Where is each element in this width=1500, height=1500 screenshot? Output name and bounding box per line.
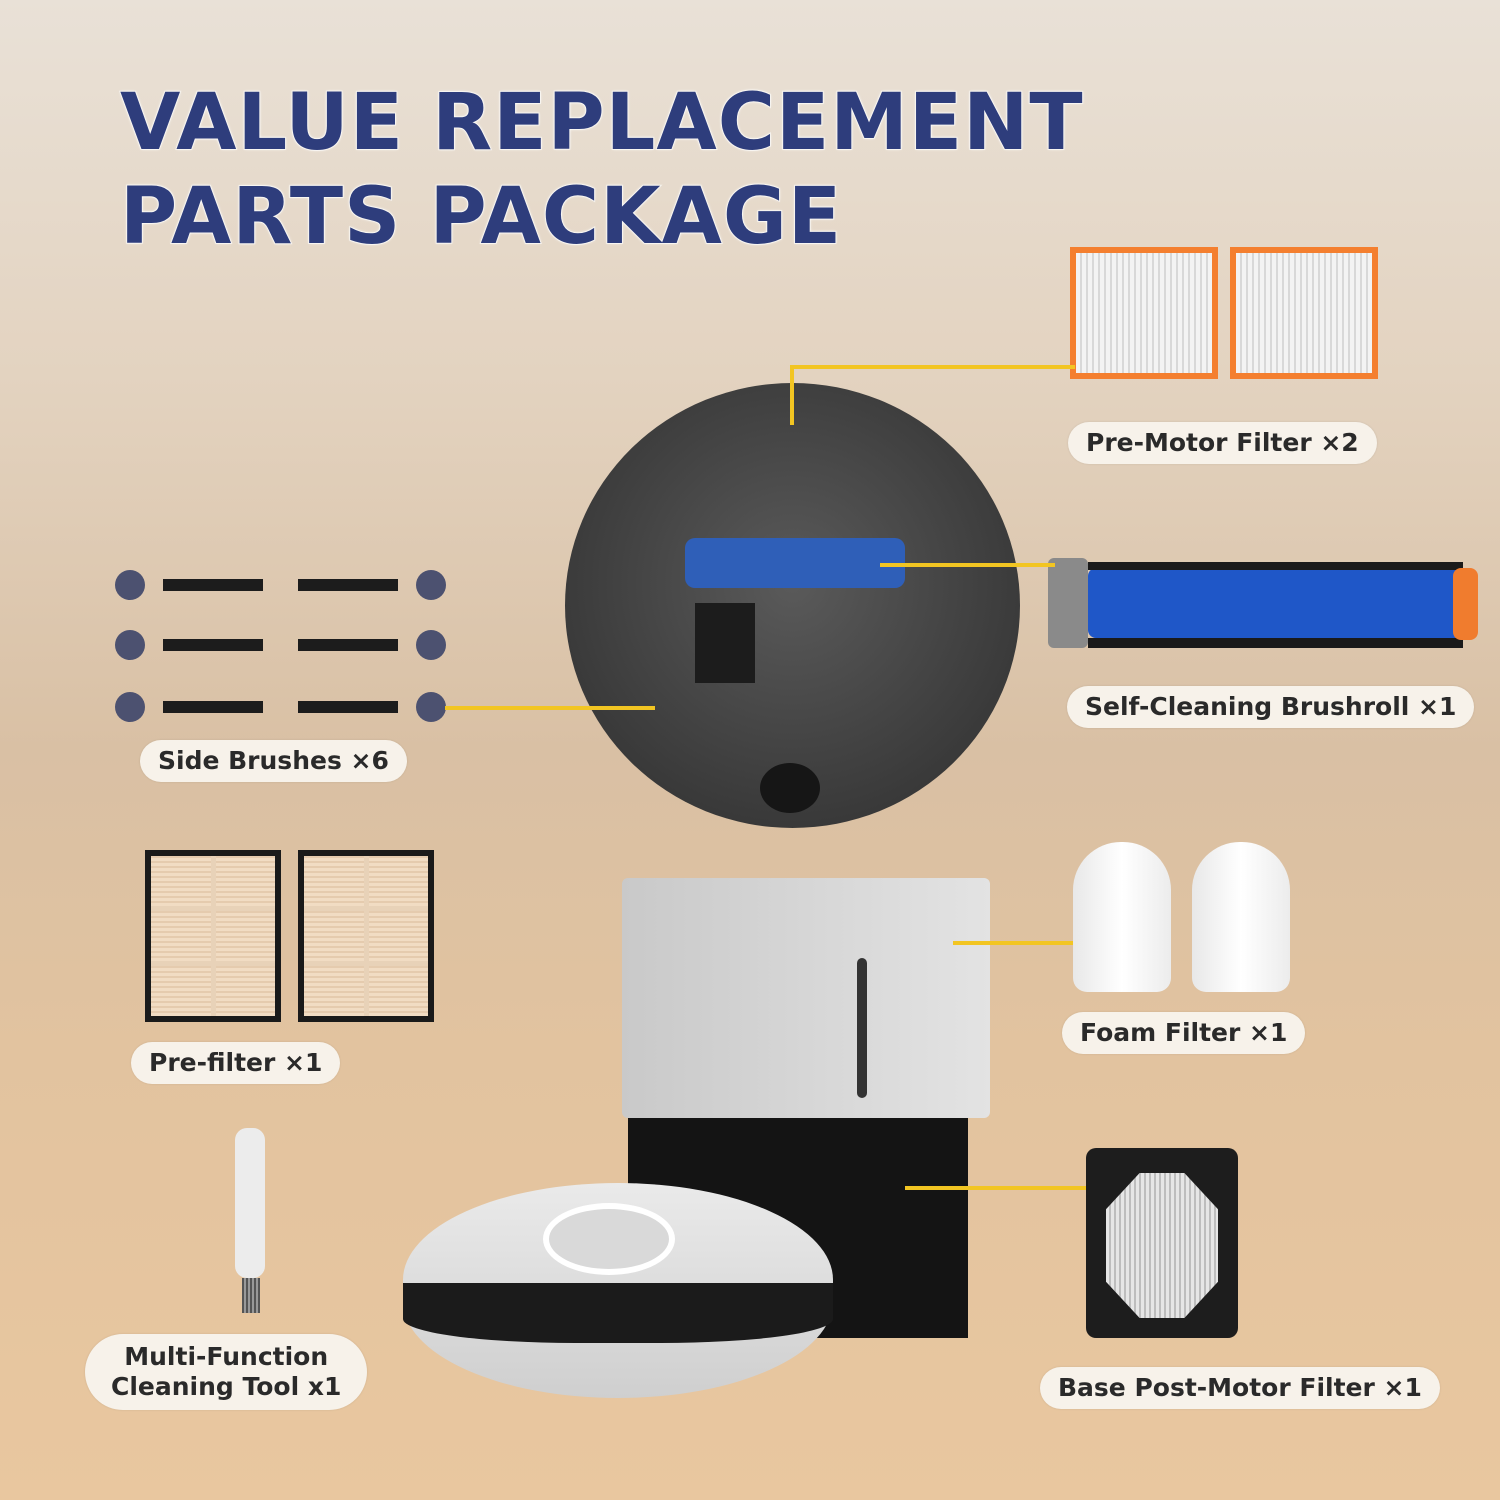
brushroll-image bbox=[1048, 548, 1483, 663]
pre-filter-image bbox=[298, 850, 434, 1022]
cleaning-tool-label-line-1: Multi-Function bbox=[124, 1342, 329, 1371]
side-brushes-label: Side Brushes ×6 bbox=[140, 740, 407, 782]
pre-motor-filter-image bbox=[1230, 247, 1378, 379]
post-motor-filter-image bbox=[1086, 1148, 1238, 1338]
brushroll-label: Self-Cleaning Brushroll ×1 bbox=[1067, 686, 1475, 728]
cleaning-tool-label: Multi-Function Cleaning Tool x1 bbox=[85, 1334, 368, 1410]
post-motor-filter-label: Base Post-Motor Filter ×1 bbox=[1040, 1367, 1440, 1409]
cleaning-tool-label-line-2: Cleaning Tool x1 bbox=[111, 1372, 342, 1401]
foam-filter-image bbox=[1192, 842, 1290, 992]
pre-motor-filter-image bbox=[1070, 247, 1218, 379]
robot-vacuum-image bbox=[403, 1183, 833, 1398]
pre-filter-label: Pre-filter ×1 bbox=[131, 1042, 341, 1084]
foam-filter-label: Foam Filter ×1 bbox=[1062, 1012, 1306, 1054]
connector-line bbox=[445, 706, 655, 710]
title-line-1: VALUE REPLACEMENT bbox=[119, 77, 1084, 169]
foam-filter-image bbox=[1073, 842, 1171, 992]
robot-underside-image bbox=[565, 383, 1020, 828]
connector-line bbox=[790, 365, 794, 425]
pre-filter-image bbox=[145, 850, 281, 1022]
cleaning-tool-image bbox=[230, 1128, 270, 1313]
connector-line bbox=[790, 365, 1075, 369]
connector-line bbox=[953, 941, 1093, 945]
connector-line bbox=[880, 563, 1055, 567]
pre-motor-filter-label: Pre-Motor Filter ×2 bbox=[1068, 422, 1377, 464]
title-line-2: PARTS PACKAGE bbox=[119, 171, 843, 263]
connector-line bbox=[905, 1186, 1100, 1190]
